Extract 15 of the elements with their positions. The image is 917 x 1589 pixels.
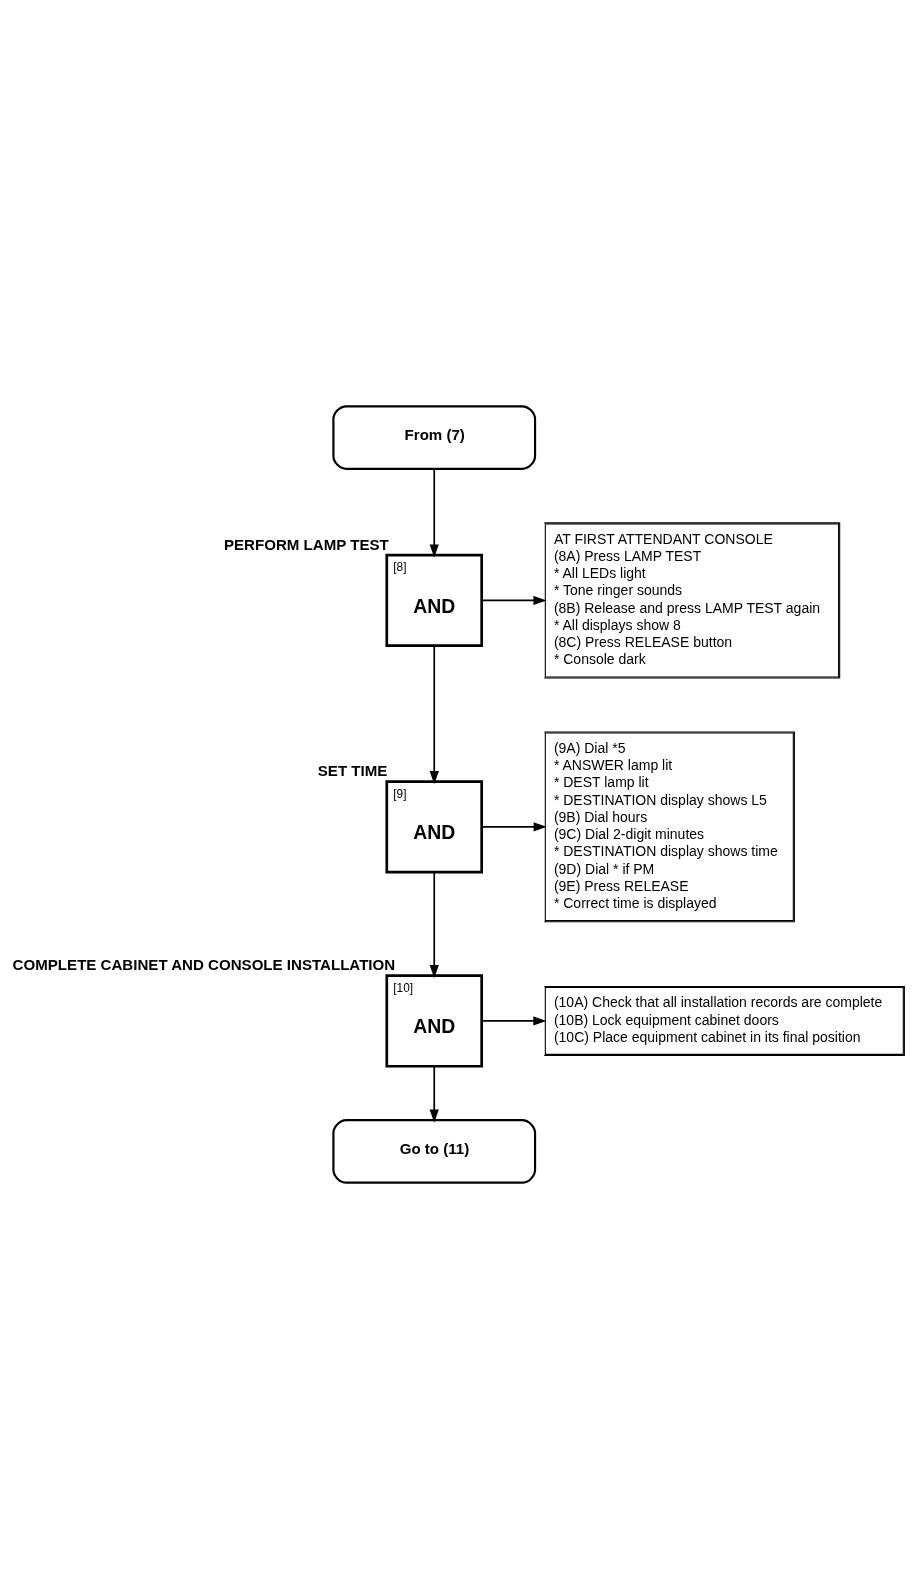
- node-box: [9] AND: [385, 780, 484, 874]
- node-box: Go to (11): [332, 1119, 537, 1184]
- node-label: PERFORM LAMP TEST: [223, 535, 389, 553]
- arrow: [480, 1016, 547, 1026]
- arrow: [429, 1065, 439, 1123]
- node-label: SET TIME: [317, 762, 388, 780]
- node-box: [8] AND: [385, 553, 484, 648]
- arrow: [429, 468, 439, 558]
- arrow: [481, 595, 547, 605]
- arrow: [429, 644, 439, 785]
- node-label: COMPLETE CABINET AND CONSOLE INSTALLATION: [12, 956, 396, 974]
- arrow: [481, 822, 547, 832]
- node-box: [10] AND: [385, 974, 484, 1068]
- arrow: [429, 871, 439, 979]
- node-box: From (7): [332, 405, 537, 470]
